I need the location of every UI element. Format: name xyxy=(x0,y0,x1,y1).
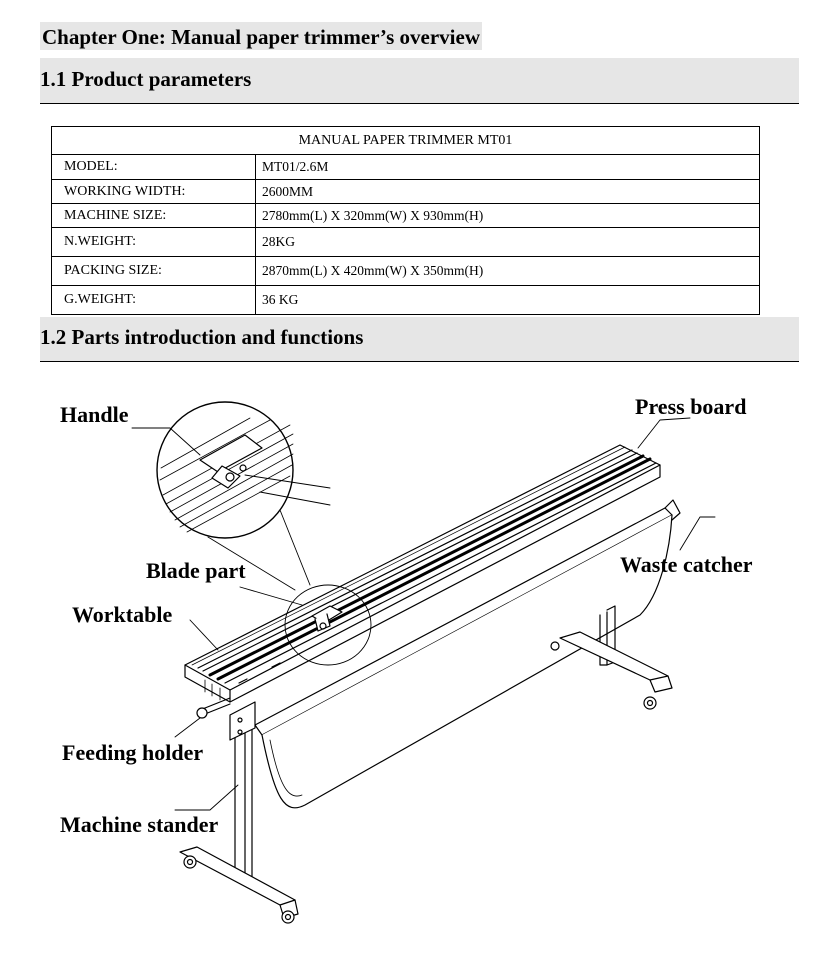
param-value: 2600MM xyxy=(255,179,760,204)
label-worktable: Worktable xyxy=(72,602,173,627)
label-machine-stander: Machine stander xyxy=(60,812,219,837)
handle-detail-magnifier xyxy=(156,401,311,591)
blade-carriage xyxy=(284,584,372,666)
label-waste-catcher: Waste catcher xyxy=(620,552,753,577)
section-title: 1.1 Product parameters xyxy=(40,67,252,91)
table-header: MANUAL PAPER TRIMMER MT01 xyxy=(51,126,760,155)
table-row: N.WEIGHT: 28KG xyxy=(51,227,760,257)
param-label: WORKING WIDTH: xyxy=(51,179,256,204)
label-blade-part: Blade part xyxy=(146,558,246,583)
table-row: MODEL: MT01/2.6M xyxy=(51,154,760,180)
section-heading-parts: 1.2 Parts introduction and functions xyxy=(40,317,799,362)
table-row: WORKING WIDTH: 2600MM xyxy=(51,179,760,204)
param-value: 36 KG xyxy=(255,285,760,315)
worktable-rail xyxy=(184,444,661,703)
waste-catcher-bag xyxy=(254,499,681,809)
parameters-table: MANUAL PAPER TRIMMER MT01 MODEL: MT01/2.… xyxy=(51,126,760,315)
table-row: PACKING SIZE: 2870mm(L) X 420mm(W) X 350… xyxy=(51,256,760,286)
param-value: 2870mm(L) X 420mm(W) X 350mm(H) xyxy=(255,256,760,286)
section-title: 1.2 Parts introduction and functions xyxy=(40,325,364,349)
rear-stand xyxy=(550,605,673,710)
label-handle: Handle xyxy=(60,402,129,427)
trimmer-diagram: Handle Press board Blade part Waste catc… xyxy=(40,380,800,940)
param-label: PACKING SIZE: xyxy=(51,256,256,286)
label-feeding-holder: Feeding holder xyxy=(62,740,204,765)
feeding-holder xyxy=(196,697,231,719)
section-heading-product-parameters: 1.1 Product parameters xyxy=(40,58,799,104)
table-row: G.WEIGHT: 36 KG xyxy=(51,285,760,315)
front-stand xyxy=(179,701,299,924)
param-label: MACHINE SIZE: xyxy=(51,203,256,228)
table-row: MACHINE SIZE: 2780mm(L) X 320mm(W) X 930… xyxy=(51,203,760,228)
param-label: G.WEIGHT: xyxy=(51,285,256,315)
label-press-board: Press board xyxy=(635,394,747,419)
trimmer-drawing xyxy=(131,401,716,924)
param-value: MT01/2.6M xyxy=(255,154,760,180)
param-label: MODEL: xyxy=(51,154,256,180)
chapter-title: Chapter One: Manual paper trimmer’s over… xyxy=(40,22,482,50)
param-value: 28KG xyxy=(255,227,760,257)
param-label: N.WEIGHT: xyxy=(51,227,256,257)
table-header-row: MANUAL PAPER TRIMMER MT01 xyxy=(51,126,760,155)
label-leaders xyxy=(131,417,716,811)
param-value: 2780mm(L) X 320mm(W) X 930mm(H) xyxy=(255,203,760,228)
